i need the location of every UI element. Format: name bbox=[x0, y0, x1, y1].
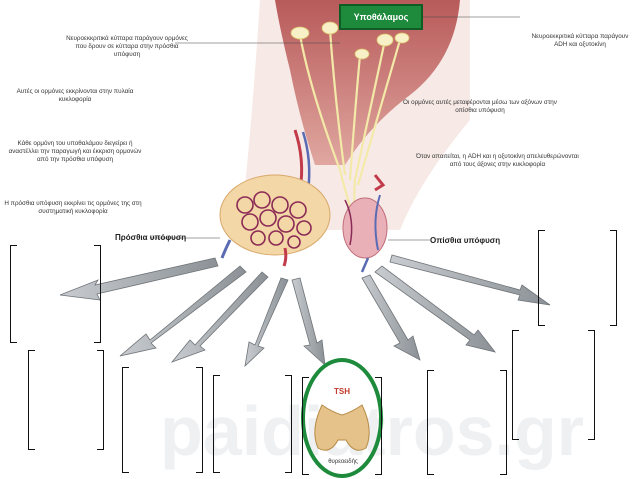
empty-box-bracket bbox=[375, 377, 382, 475]
posterior-pituitary bbox=[342, 197, 388, 259]
empty-box-bracket bbox=[196, 367, 203, 473]
label-left-4: Η πρόσθια υπόφυση εκκρίνει τις ορμόνες τ… bbox=[4, 200, 142, 215]
empty-box-bracket bbox=[97, 350, 104, 450]
empty-box-bracket bbox=[28, 350, 35, 450]
hypothalamus-title: Υποθάλαμος bbox=[339, 4, 423, 30]
empty-box-bracket bbox=[512, 330, 519, 440]
empty-box-bracket bbox=[538, 230, 545, 326]
label-right-1: Νευροεκκριτικά κύτταρα παράγουν ADH και … bbox=[531, 33, 629, 48]
empty-box-bracket bbox=[610, 230, 617, 326]
anterior-pituitary-label: Πρόσθια υπόφυση bbox=[115, 233, 187, 242]
empty-box-bracket bbox=[302, 377, 309, 475]
tsh-label: TSH bbox=[334, 387, 350, 396]
empty-box-bracket bbox=[500, 370, 507, 475]
empty-box-bracket bbox=[94, 245, 101, 343]
empty-box-bracket bbox=[427, 370, 434, 475]
label-right-3: Όταν απαιτείται, η ADH και η οξυτοκίνη α… bbox=[416, 153, 579, 168]
label-left-3: Κάθε ορμόνη του υποθαλάμου διεγείρει ή α… bbox=[8, 140, 142, 163]
capillary-network bbox=[236, 191, 312, 249]
empty-box-bracket bbox=[588, 330, 595, 440]
thyroid-label: θυρεοειδής bbox=[328, 459, 358, 465]
thyroid-gland bbox=[314, 404, 370, 451]
empty-box-bracket bbox=[10, 245, 17, 343]
arrows bbox=[59, 254, 551, 368]
neuron-cells bbox=[290, 21, 410, 60]
label-left-2: Αυτές οι ορμόνες εκκρίνονται στην πυλαία… bbox=[16, 88, 134, 103]
posterior-pituitary-label: Οπίσθια υπόφυση bbox=[430, 236, 501, 245]
empty-box-bracket bbox=[122, 367, 129, 473]
label-right-2: Οι ορμόνες αυτές μεταφέρονται μέσω των α… bbox=[403, 99, 557, 114]
label-left-1: Νευροεκκριτικά κύτταρα παράγουν ορμόνες … bbox=[66, 35, 188, 58]
empty-box-bracket bbox=[213, 375, 220, 473]
empty-box-bracket bbox=[285, 375, 292, 473]
hypothalamus-tissue bbox=[275, 0, 460, 165]
